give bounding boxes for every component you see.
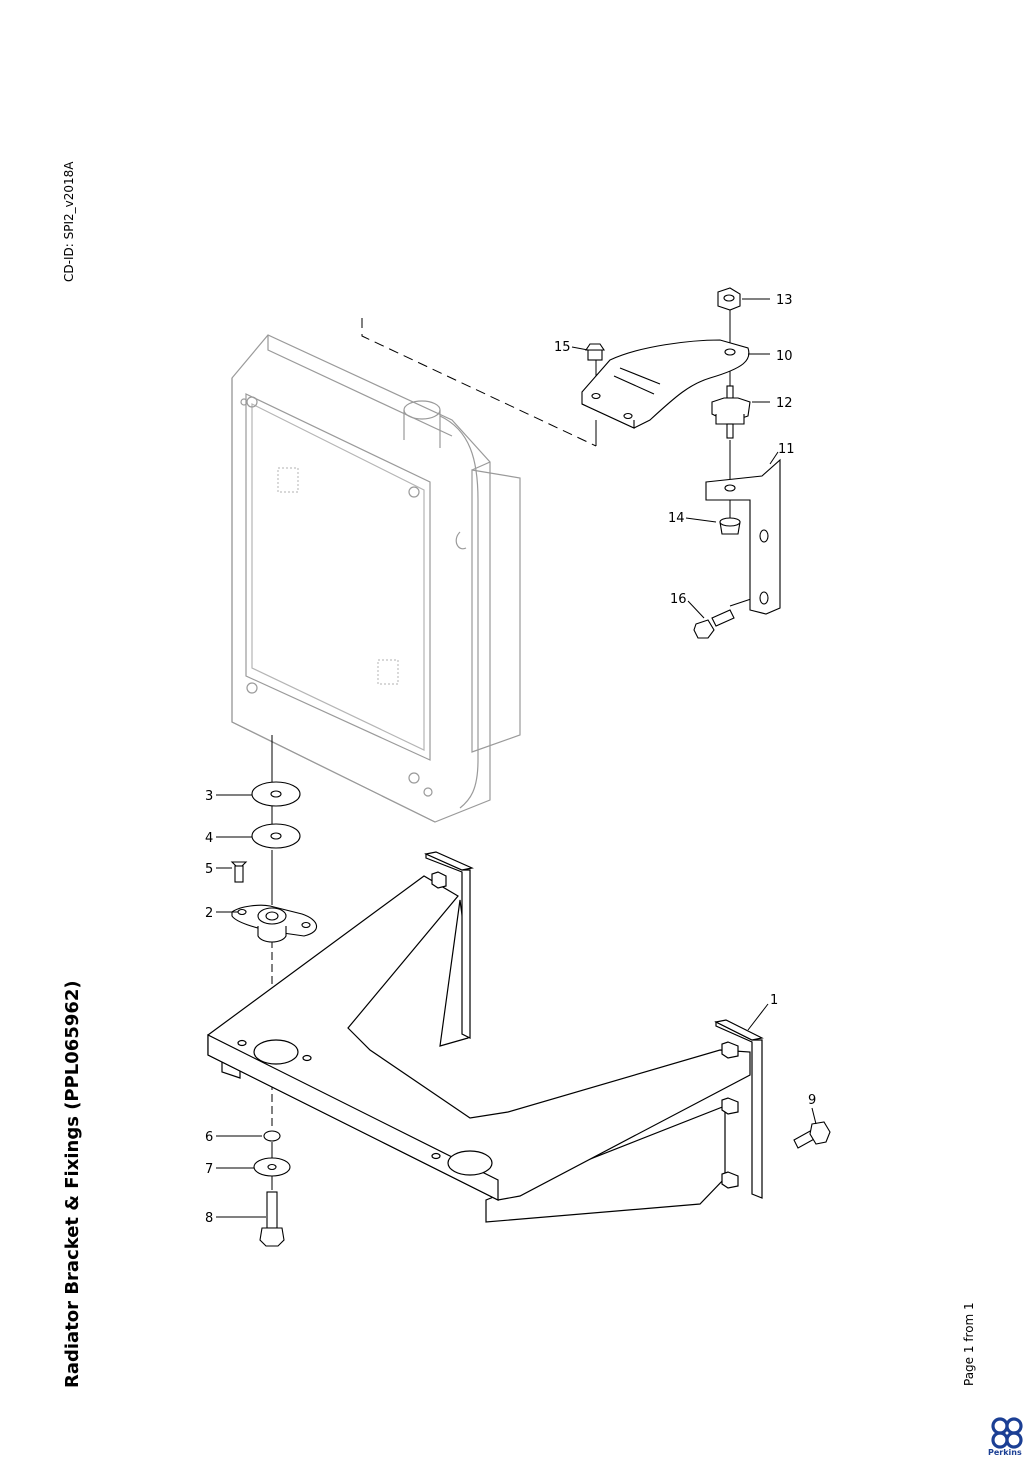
main-bracket [207, 851, 764, 1223]
callout-labels: 1 2 3 4 5 6 7 8 9 10 11 12 13 14 15 16 [205, 293, 816, 1226]
callout-8: 8 [205, 1211, 213, 1226]
callout-1: 1 [770, 993, 778, 1008]
callout-2: 2 [205, 906, 213, 921]
perkins-logo [991, 1417, 1023, 1449]
callout-9: 9 [808, 1093, 816, 1108]
callout-13: 13 [776, 293, 793, 308]
brand-name: Perkins [988, 1448, 1022, 1457]
lower-fixings [230, 781, 318, 1247]
callout-16: 16 [670, 592, 687, 607]
bolt-9 [793, 1121, 831, 1149]
callout-12: 12 [776, 396, 793, 411]
callout-leaders [216, 298, 817, 1218]
upper-fixings [581, 287, 781, 639]
callout-10: 10 [776, 349, 793, 364]
radiator-ghost [231, 334, 521, 823]
callout-14: 14 [668, 511, 685, 526]
callout-15: 15 [554, 340, 571, 355]
callout-6: 6 [205, 1130, 213, 1145]
callout-5: 5 [205, 862, 213, 877]
callout-11: 11 [778, 442, 795, 457]
callout-3: 3 [205, 789, 213, 804]
callout-7: 7 [205, 1162, 213, 1177]
callout-4: 4 [205, 831, 213, 846]
